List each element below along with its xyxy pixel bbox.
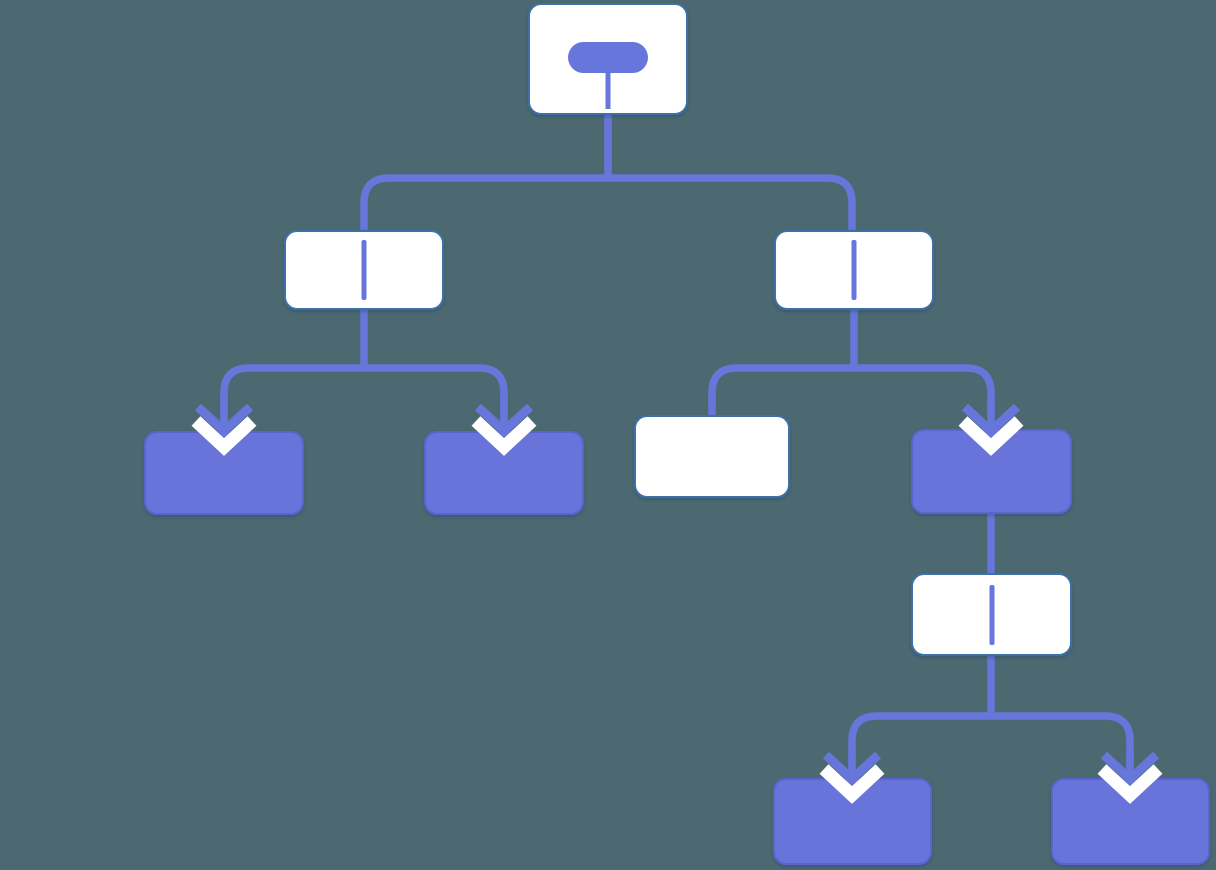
- collapse-arrow-icon[interactable]: [468, 403, 540, 461]
- connector-bottom-split: [848, 652, 1134, 766]
- branch-right-divider-line: [851, 240, 857, 300]
- connector-left-split: [220, 306, 508, 418]
- node-root[interactable]: [528, 3, 688, 115]
- root-pill-stem: [605, 71, 611, 109]
- collapse-arrow-icon[interactable]: [816, 751, 888, 809]
- node-branch-bottom[interactable]: [911, 573, 1072, 656]
- node-branch-left[interactable]: [284, 230, 444, 310]
- collapse-arrow-icon[interactable]: [955, 403, 1027, 461]
- collapse-arrow-icon[interactable]: [188, 403, 260, 461]
- root-pill: [568, 42, 648, 73]
- node-child-right-empty[interactable]: [634, 415, 790, 498]
- connector-right-split: [708, 306, 995, 418]
- connector-root-to-level2: [360, 110, 856, 232]
- branch-left-divider-line: [361, 240, 367, 300]
- node-branch-right[interactable]: [774, 230, 934, 310]
- branch-bottom-divider-line: [989, 585, 994, 645]
- collapse-arrow-icon[interactable]: [1094, 751, 1166, 809]
